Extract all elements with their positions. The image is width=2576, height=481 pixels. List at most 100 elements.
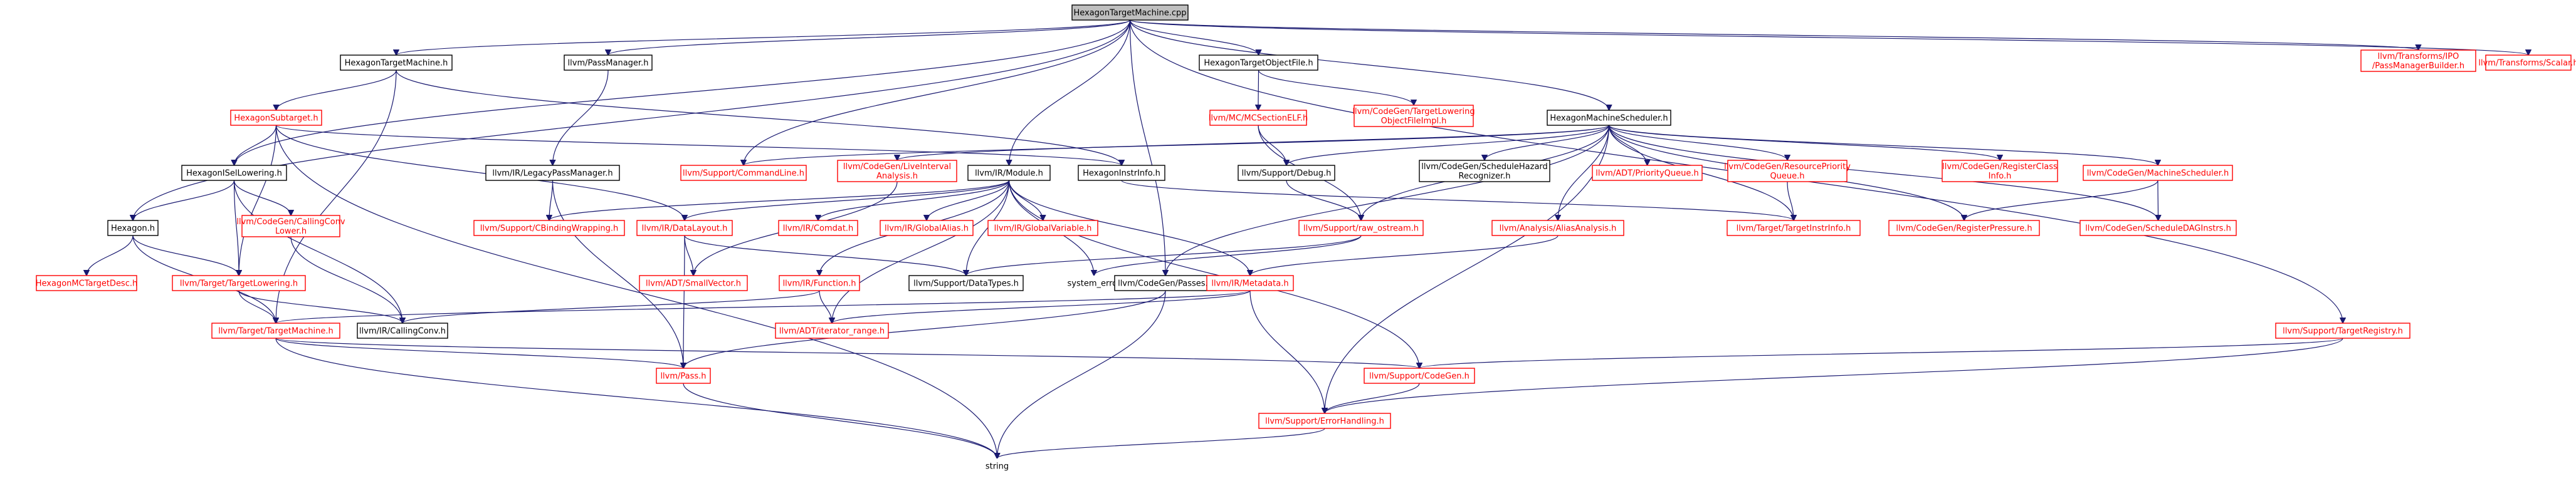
edge-dl-to-sv — [684, 235, 693, 276]
node-hms[interactable]: HexagonMachineScheduler.h — [1547, 110, 1671, 126]
node-pq[interactable]: llvm/ADT/PriorityQueue.h — [1592, 165, 1703, 181]
node-aa[interactable]: llvm/Analysis/AliasAnalysis.h — [1491, 220, 1624, 236]
edge-hisel-to-hex — [133, 180, 235, 220]
node-sdi[interactable]: llvm/CodeGen/ScheduleDAGInstrs.h — [2079, 220, 2237, 236]
node-hsub[interactable]: HexagonSubtarget.h — [230, 110, 322, 126]
node-cl[interactable]: llvm/Support/CommandLine.h — [680, 165, 807, 181]
node-ttl[interactable]: llvm/Target/TargetLowering.h — [172, 275, 306, 291]
node-cms[interactable]: llvm/CodeGen/MachineScheduler.h — [2083, 165, 2233, 181]
node-dl[interactable]: llvm/IR/DataLayout.h — [636, 220, 733, 236]
node-label: HexagonISelLowering.h — [186, 169, 282, 178]
edge-ttm-to-scg — [275, 338, 1419, 368]
node-tii[interactable]: llvm/Target/TargetInstrInfo.h — [1727, 220, 1861, 236]
node-label: llvm/Support/CBindingWrapping.h — [480, 224, 619, 234]
node-hex[interactable]: Hexagon.h — [107, 220, 159, 236]
node-label: llvm/ADT/PriorityQueue.h — [1596, 169, 1699, 178]
edge-hms-to-sdi — [1608, 125, 2158, 220]
edge-hii-to-tii — [1121, 180, 1794, 220]
node-label: llvm/Pass.h — [660, 372, 706, 381]
node-box — [636, 220, 733, 236]
node-lpm[interactable]: llvm/IR/LegacyPassManager.h — [485, 165, 620, 181]
node-label: ObjectFileImpl.h — [1381, 116, 1447, 126]
node-label: /PassManagerBuilder.h — [2372, 61, 2464, 71]
node-cmd[interactable]: llvm/IR/Comdat.h — [778, 220, 858, 236]
node-box — [230, 110, 322, 126]
node-rawo[interactable]: llvm/Support/raw_ostream.h — [1298, 220, 1424, 236]
node-itr[interactable]: llvm/ADT/iterator_range.h — [775, 323, 889, 339]
edge-hsub-to-dl — [275, 125, 685, 220]
node-label: llvm/CodeGen/LiveInterval — [843, 162, 951, 172]
edge-irm-to-cbm — [549, 180, 1010, 220]
node-hisel[interactable]: HexagonISelLowering.h — [181, 165, 287, 181]
node-gvar[interactable]: llvm/IR/GlobalVariable.h — [987, 220, 1098, 236]
node-ccv[interactable]: llvm/IR/CallingConv.h — [357, 323, 448, 339]
node-htm[interactable]: HexagonTargetMachine.h — [340, 54, 453, 71]
node-root[interactable]: HexagonTargetMachine.cpp — [1071, 4, 1189, 21]
node-label: llvm/PassManager.h — [568, 59, 649, 68]
node-label: llvm/CodeGen/CallingConv — [236, 217, 345, 227]
node-box — [977, 458, 1017, 473]
node-gal[interactable]: llvm/IR/GlobalAlias.h — [880, 220, 974, 236]
node-dbg[interactable]: llvm/Support/Debug.h — [1238, 165, 1335, 181]
edge-root-to-irm — [1009, 19, 1131, 165]
edge-hisel-to-ccv — [233, 180, 403, 323]
node-label: llvm/CodeGen/TargetLowering — [1352, 107, 1475, 116]
edge-root-to-pm — [608, 19, 1131, 55]
node-label: llvm/CodeGen/RegisterPressure.h — [1896, 224, 2032, 234]
edge-pass-to-str — [683, 383, 997, 458]
node-irm[interactable]: llvm/IR/Module.h — [967, 165, 1051, 181]
node-pm[interactable]: llvm/PassManager.h — [564, 54, 653, 71]
edge-rawo-to-sdt — [966, 235, 1362, 276]
node-tlof[interactable]: llvm/CodeGen/TargetLoweringObjectFileImp… — [1352, 105, 1475, 127]
edge-dl-to-pass — [683, 235, 685, 368]
node-func[interactable]: llvm/IR/Function.h — [779, 275, 860, 291]
node-scg[interactable]: llvm/Support/CodeGen.h — [1364, 368, 1475, 384]
edge-hsub-to-str — [275, 125, 997, 458]
node-ipmb[interactable]: llvm/Transforms/IPO/PassManagerBuilder.h — [2360, 49, 2476, 72]
node-label: llvm/CodeGen/Passes.h — [1118, 279, 1213, 289]
node-box — [908, 275, 1024, 291]
node-label: HexagonTargetMachine.cpp — [1073, 9, 1186, 18]
node-sdt[interactable]: llvm/Support/DataTypes.h — [908, 275, 1024, 291]
node-meta[interactable]: llvm/IR/Metadata.h — [1206, 275, 1294, 291]
edge-hms-to-shr — [1485, 125, 1610, 160]
node-hmcd[interactable]: HexagonMCTargetDesc.h — [36, 275, 137, 291]
edge-hex-to-ttl — [132, 235, 239, 276]
node-box — [639, 275, 748, 291]
node-box — [1354, 105, 1474, 127]
node-box — [1209, 110, 1307, 126]
edge-irm-to-gvar — [1008, 180, 1043, 220]
node-cgp[interactable]: llvm/CodeGen/Passes.h — [1114, 275, 1217, 291]
edge-htm-to-hii — [396, 70, 1122, 165]
node-crp[interactable]: llvm/CodeGen/RegisterPressure.h — [1888, 220, 2040, 236]
node-eh[interactable]: llvm/Support/ErrorHandling.h — [1258, 413, 1391, 429]
node-label: llvm/Analysis/AliasAnalysis.h — [1500, 224, 1617, 234]
node-cbm[interactable]: llvm/Support/CBindingWrapping.h — [473, 220, 625, 236]
node-hobj[interactable]: HexagonTargetObjectFile.h — [1199, 54, 1318, 71]
node-ttm[interactable]: llvm/Target/TargetMachine.h — [211, 323, 340, 339]
edge-meta-to-itr — [832, 290, 1251, 323]
edge-dbg-to-rawo — [1286, 180, 1361, 220]
node-label: llvm/IR/Comdat.h — [783, 224, 854, 234]
graph-nodes: HexagonTargetMachine.cppHexagonTargetMac… — [36, 4, 2576, 473]
node-tsc[interactable]: llvm/Transforms/Scalar.h — [2478, 54, 2576, 71]
node-mcs[interactable]: llvm/MC/MCSectionELF.h — [1209, 110, 1308, 126]
edge-meta-to-eh — [1249, 290, 1325, 413]
node-box — [1078, 165, 1165, 181]
node-sv[interactable]: llvm/ADT/SmallVector.h — [639, 275, 748, 291]
node-label: Hexagon.h — [111, 224, 155, 234]
node-treg[interactable]: llvm/Support/TargetRegistry.h — [2275, 323, 2410, 339]
node-label: Info.h — [1989, 172, 2012, 181]
edge-ccl-to-ccv — [290, 236, 402, 323]
node-pass[interactable]: llvm/Pass.h — [656, 368, 711, 384]
node-label: system_error — [1068, 279, 1122, 289]
node-hii[interactable]: HexagonInstrInfo.h — [1078, 165, 1165, 181]
node-box — [1258, 413, 1391, 429]
node-label: llvm/CodeGen/ScheduleDAGInstrs.h — [2085, 224, 2231, 234]
edge-hms-to-cgp — [1165, 125, 1610, 276]
